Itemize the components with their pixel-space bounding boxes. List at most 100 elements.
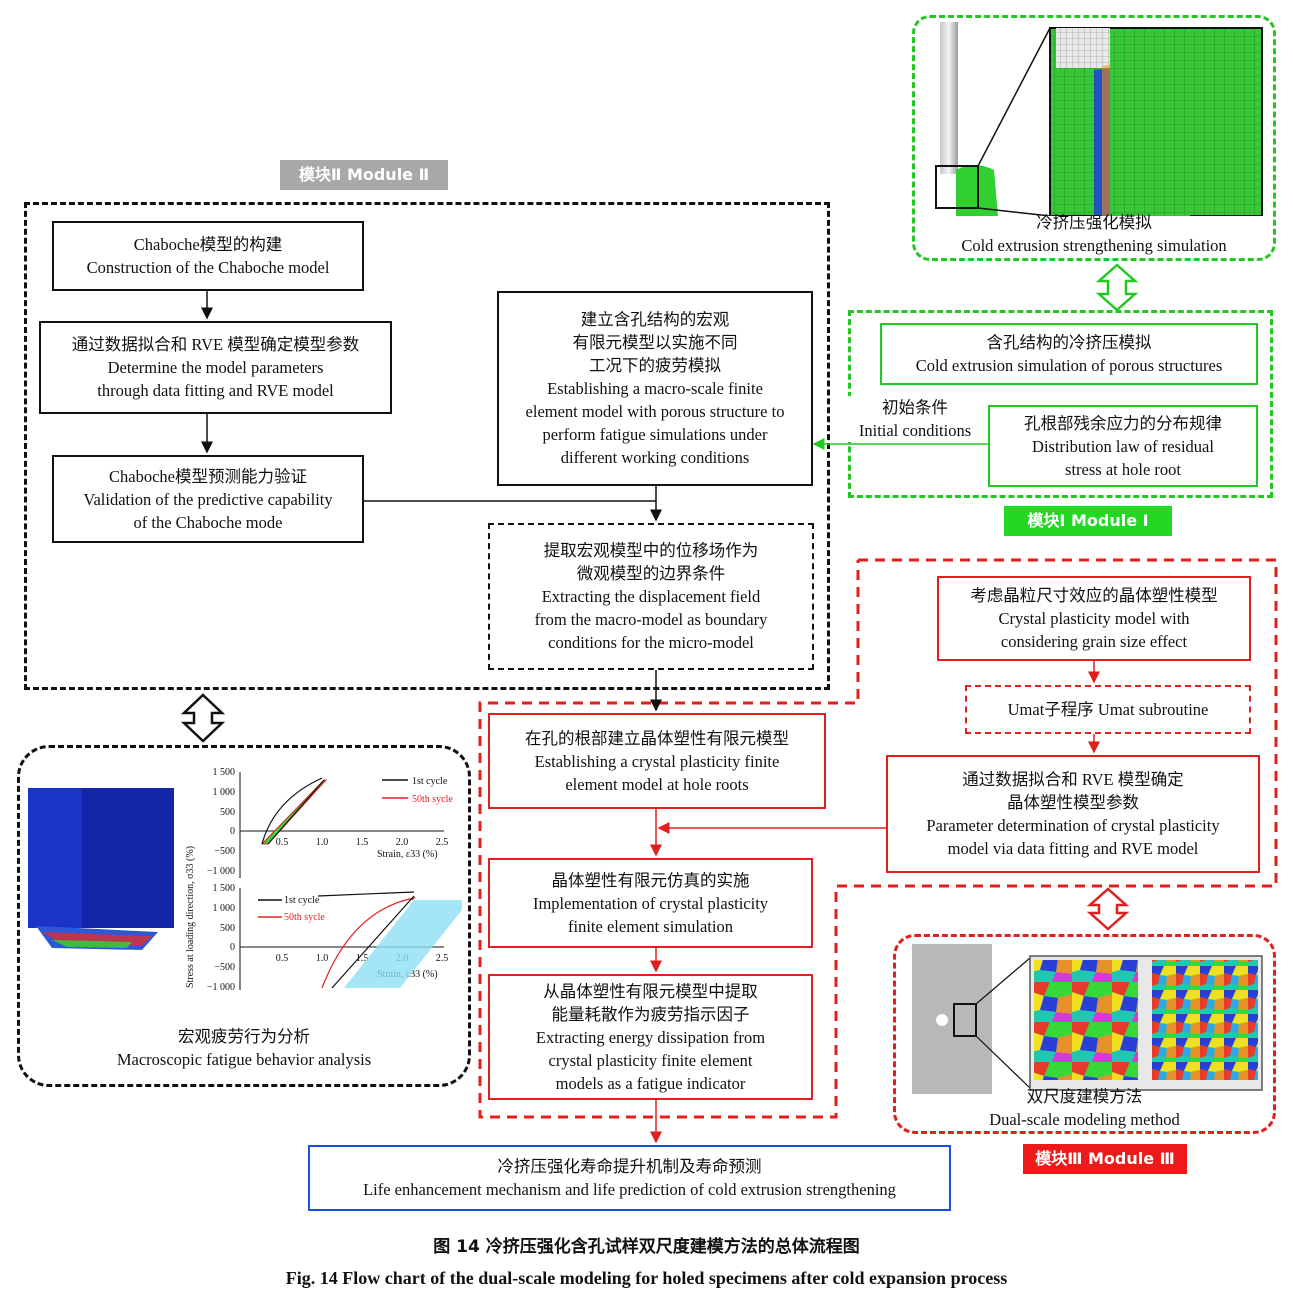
- cp-params-en-1: Parameter determination of crystal plast…: [926, 816, 1220, 835]
- validation-en-1: Validation of the predictive capability: [83, 489, 333, 509]
- ytick-bot-1: 1 000: [213, 903, 236, 914]
- macro-fatigue-title-en: Macroscopic fatigue behavior analysis: [116, 1050, 372, 1069]
- porous-sim-en: Cold extrusion simulation of porous stru…: [915, 356, 1223, 375]
- cp-sim-en-1: Implementation of crystal plasticity: [532, 893, 769, 913]
- crystal-model-en-2: considering grain size effect: [1000, 632, 1188, 651]
- extract-disp-en-1: Extracting the displacement field: [541, 587, 761, 606]
- module-2-region: [24, 202, 830, 690]
- residual-cn: 孔根部残余应力的分布规律: [1024, 413, 1222, 433]
- dual-scale-image: [912, 944, 1263, 1094]
- param-fit-en-1: Determine the model parameters: [107, 358, 324, 377]
- chart-ylabel: Stress at loading direction, σ33 (%): [185, 846, 196, 988]
- xtick-bot-0: 0.5: [276, 953, 289, 964]
- legend-bot-2: 50th sycle: [284, 912, 325, 923]
- xtick-top-2: 1.5: [356, 837, 369, 848]
- cp-params-en-2: model via data fitting and RVE model: [947, 839, 1199, 858]
- umat-subroutine-box: Umat子程序 Umat subroutine: [965, 685, 1251, 734]
- macro-fatigue-title-cn: 宏观疲劳行为分析: [178, 1027, 310, 1046]
- crystal-model-en-1: Crystal plasticity model with: [998, 609, 1190, 628]
- dual-scale-title-cn: 双尺度建模方法: [1026, 1087, 1143, 1106]
- extract-disp-en-2: from the macro-model as boundary: [534, 610, 768, 629]
- chaboche-construction-en: Construction of the Chaboche model: [86, 258, 330, 277]
- cp-parameter-box: 通过数据拟合和 RVE 模型确定 晶体塑性模型参数 Parameter dete…: [886, 755, 1260, 873]
- cp-model-hole-cn: 在孔的根部建立晶体塑性有限元模型: [525, 728, 789, 748]
- extract-disp-cn-1: 提取宏观模型中的位移场作为: [543, 541, 759, 560]
- double-arrow-black: [180, 693, 226, 743]
- crystal-model-cn: 考虑晶粒尺寸效应的晶体塑性模型: [970, 586, 1218, 605]
- param-fit-cn: 通过数据拟合和 RVE 模型确定模型参数: [71, 335, 360, 354]
- module-1-top-region: [912, 15, 1276, 261]
- initial-cond-cn: 初始条件: [882, 398, 948, 417]
- ytick-bot-4: −500: [214, 962, 235, 973]
- life-cn: 冷挤压强化寿命提升机制及寿命预测: [497, 1157, 762, 1176]
- xlabel-top: Strain, ε33 (%): [377, 849, 438, 860]
- cold-extrusion-title-cn: 冷挤压强化模拟: [1036, 213, 1152, 232]
- energy-en-2: crystal plasticity finite element: [548, 1050, 753, 1070]
- macro-model-en-4: different working conditions: [560, 448, 750, 467]
- ytick-bot-5: −1 000: [207, 982, 235, 993]
- energy-dissipation-box: 从晶体塑性有限元模型中提取 能量耗散作为疲劳指示因子 Extracting en…: [488, 974, 813, 1100]
- macro-model-en-1: Establishing a macro-scale finite: [547, 379, 763, 398]
- residual-en-1: Distribution law of residual: [1032, 436, 1214, 456]
- cp-sim-en-2: finite element simulation: [568, 916, 733, 936]
- macro-fatigue-figure: Stress at loading direction, σ33 (%) 1 5…: [28, 767, 462, 993]
- cp-params-cn-1: 通过数据拟合和 RVE 模型确定: [962, 770, 1184, 789]
- xtick-top-0: 0.5: [276, 837, 289, 848]
- legend-top-2: 50th sycle: [412, 794, 453, 805]
- xtick-top-4: 2.5: [436, 837, 449, 848]
- extract-disp-en-3: conditions for the micro-model: [548, 633, 754, 652]
- macro-model-box: 建立含孔结构的宏观 有限元模型以实施不同 工况下的疲劳模拟 Establishi…: [497, 291, 813, 486]
- figure-caption-cn: 图 14 冷挤压强化含孔试样双尺度建模方法的总体流程图: [433, 1237, 860, 1257]
- ytick-top-4: −500: [214, 846, 235, 857]
- ytick-top-0: 1 500: [213, 767, 236, 778]
- ytick-top-2: 500: [220, 807, 235, 818]
- xtick-top-1: 1.0: [316, 837, 329, 848]
- legend-top-1: 1st cycle: [412, 776, 448, 787]
- cp-model-hole-en-2: element model at hole roots: [565, 774, 749, 794]
- xtick-bot-2: 1.5: [356, 953, 369, 964]
- ytick-bot-0: 1 500: [213, 883, 236, 894]
- validation-en-2: of the Chaboche mode: [133, 512, 283, 532]
- double-arrow-green: [1095, 263, 1139, 312]
- dual-scale-title: 双尺度建模方法 Dual-scale modeling method: [893, 1085, 1276, 1131]
- ytick-bot-3: 0: [230, 942, 235, 953]
- umat-label: Umat子程序 Umat subroutine: [1007, 700, 1209, 719]
- double-arrow-red: [1086, 887, 1130, 931]
- macro-model-cn-3: 工况下的疲劳模拟: [589, 356, 721, 375]
- xtick-top-3: 2.0: [396, 837, 409, 848]
- legend-bot-1: 1st cycle: [284, 895, 320, 906]
- cp-model-hole-en-1: Establishing a crystal plasticity finite: [534, 751, 780, 771]
- extract-disp-cn-2: 微观模型的边界条件: [576, 564, 726, 583]
- dual-scale-title-en: Dual-scale modeling method: [989, 1110, 1180, 1129]
- macro-model-en-3: perform fatigue simulations under: [542, 425, 768, 444]
- cp-sim-cn: 晶体塑性有限元仿真的实施: [551, 870, 750, 890]
- module-2-tag: 模块Ⅱ Module Ⅱ: [280, 160, 448, 190]
- life-prediction-box: 冷挤压强化寿命提升机制及寿命预测 Life enhancement mechan…: [308, 1145, 951, 1211]
- initial-conditions-label: 初始条件 Initial conditions: [848, 396, 982, 442]
- macro-model-cn-2: 有限元模型以实施不同: [572, 333, 738, 352]
- module-3-tag: 模块Ⅲ Module Ⅲ: [1023, 1144, 1187, 1174]
- ytick-top-5: −1 000: [207, 866, 235, 877]
- xtick-bot-1: 1.0: [316, 953, 329, 964]
- validation-box: Chaboche模型预测能力验证 Validation of the predi…: [52, 455, 364, 543]
- cold-extrusion-title: 冷挤压强化模拟 Cold extrusion strengthening sim…: [912, 211, 1276, 257]
- param-fit-box: 通过数据拟合和 RVE 模型确定模型参数 Determine the model…: [39, 321, 392, 414]
- macro-fatigue-title: 宏观疲劳行为分析 Macroscopic fatigue behavior an…: [17, 1025, 471, 1071]
- validation-cn: Chaboche模型预测能力验证: [109, 466, 307, 486]
- crystal-plasticity-model-box: 考虑晶粒尺寸效应的晶体塑性模型 Crystal plasticity model…: [937, 576, 1251, 661]
- ytick-top-1: 1 000: [213, 787, 236, 798]
- energy-en-3: models as a fatigue indicator: [555, 1073, 746, 1093]
- chaboche-construction-cn: Chaboche模型的构建: [133, 235, 283, 254]
- ytick-bot-2: 500: [220, 923, 235, 934]
- ytick-top-3: 0: [230, 826, 235, 837]
- extract-displacement-box: 提取宏观模型中的位移场作为 微观模型的边界条件 Extracting the d…: [488, 523, 814, 670]
- porous-sim-box: 含孔结构的冷挤压模拟 Cold extrusion simulation of …: [880, 323, 1258, 385]
- dual-scale-region: [893, 934, 1276, 1134]
- cp-simulation-box: 晶体塑性有限元仿真的实施 Implementation of crystal p…: [488, 858, 813, 948]
- chaboche-construction-box: Chaboche模型的构建 Construction of the Chaboc…: [52, 221, 364, 291]
- xtick-bot-4: 2.5: [436, 953, 449, 964]
- residual-en-2: stress at hole root: [1065, 459, 1181, 479]
- life-en: Life enhancement mechanism and life pred…: [363, 1180, 896, 1199]
- module-1-tag: 模块Ⅰ Module Ⅰ: [1004, 506, 1172, 536]
